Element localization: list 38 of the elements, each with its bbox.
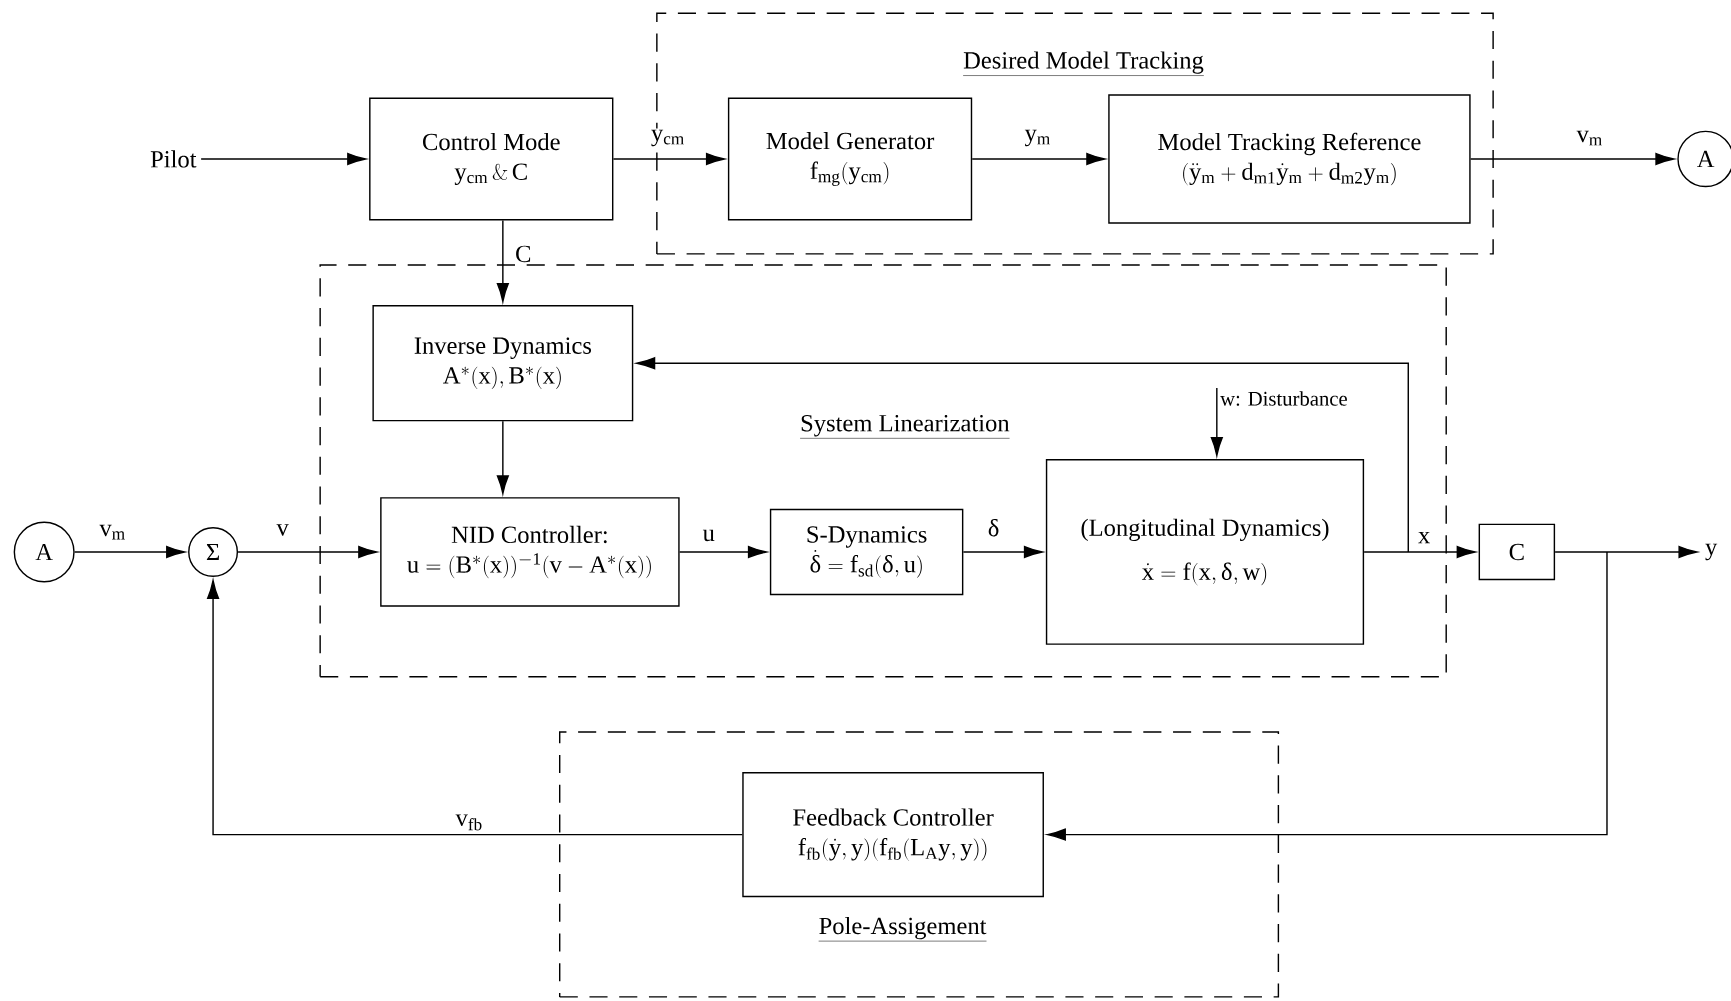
process-box: Control Mode $y_{cm}\,\&\,C$ [369,97,614,221]
arrow [1210,387,1223,456]
arrow [962,545,1043,558]
edge-label: v$_{m}$ [98,523,128,541]
arrow [73,545,186,558]
arrow [612,152,725,165]
process-box: C [1478,523,1556,581]
process-box: Feedback Controller $f_{fb}(\dot{y},y)(f_{fb}(L_A y,y))$ [742,771,1044,897]
edge-label: y$_{cm}$ [649,128,687,148]
edge-label: v [275,522,291,537]
arrow [1363,545,1476,558]
process-box: (Longitudinal Dynamics) $\dot{x} = f(x,\delta,w)$ [1045,458,1365,645]
edge-label: δ [986,517,1001,538]
arrow [1046,551,1608,841]
process-box: Model Tracking Reference $(\ddot{y}_m + d_{m1}\dot{y}_m + d_{m2}y_m)$ [1108,94,1471,224]
edge-label: y$_{m}$ [1023,128,1053,148]
edge-label: C [513,244,533,264]
arrow [636,357,1409,553]
process-box: Inverse Dynamics $A^*(x), B^*(x)$ [372,304,634,422]
arrow [200,152,367,165]
process-box: S-Dynamics $\dot{\delta} = f_{sd}(\delta,u)$ [769,508,964,596]
arrow [496,219,509,302]
process-box: NID Controller: $u=(B^*(x))^{-1}(v-A^*(x))$ [380,497,680,607]
edge-label: v$_{m}$ [1575,129,1605,147]
arrow [971,152,1106,165]
process-box: Model Generator $f_{mg}(y_{cm})$ [727,97,973,221]
arrow [678,545,767,558]
edge-label: v$_{fb}$ [454,813,485,832]
signal-label: y [1705,543,1718,561]
arrow [237,545,378,558]
signal-label: w: Disturbance [1220,391,1347,406]
edge-label: u [701,528,717,543]
arrow [207,579,743,836]
arrow [496,420,509,495]
edge-label: x [1416,530,1432,545]
arrow [1554,545,1698,558]
arrow [1469,152,1675,165]
signal-label: Pilot [150,150,197,168]
